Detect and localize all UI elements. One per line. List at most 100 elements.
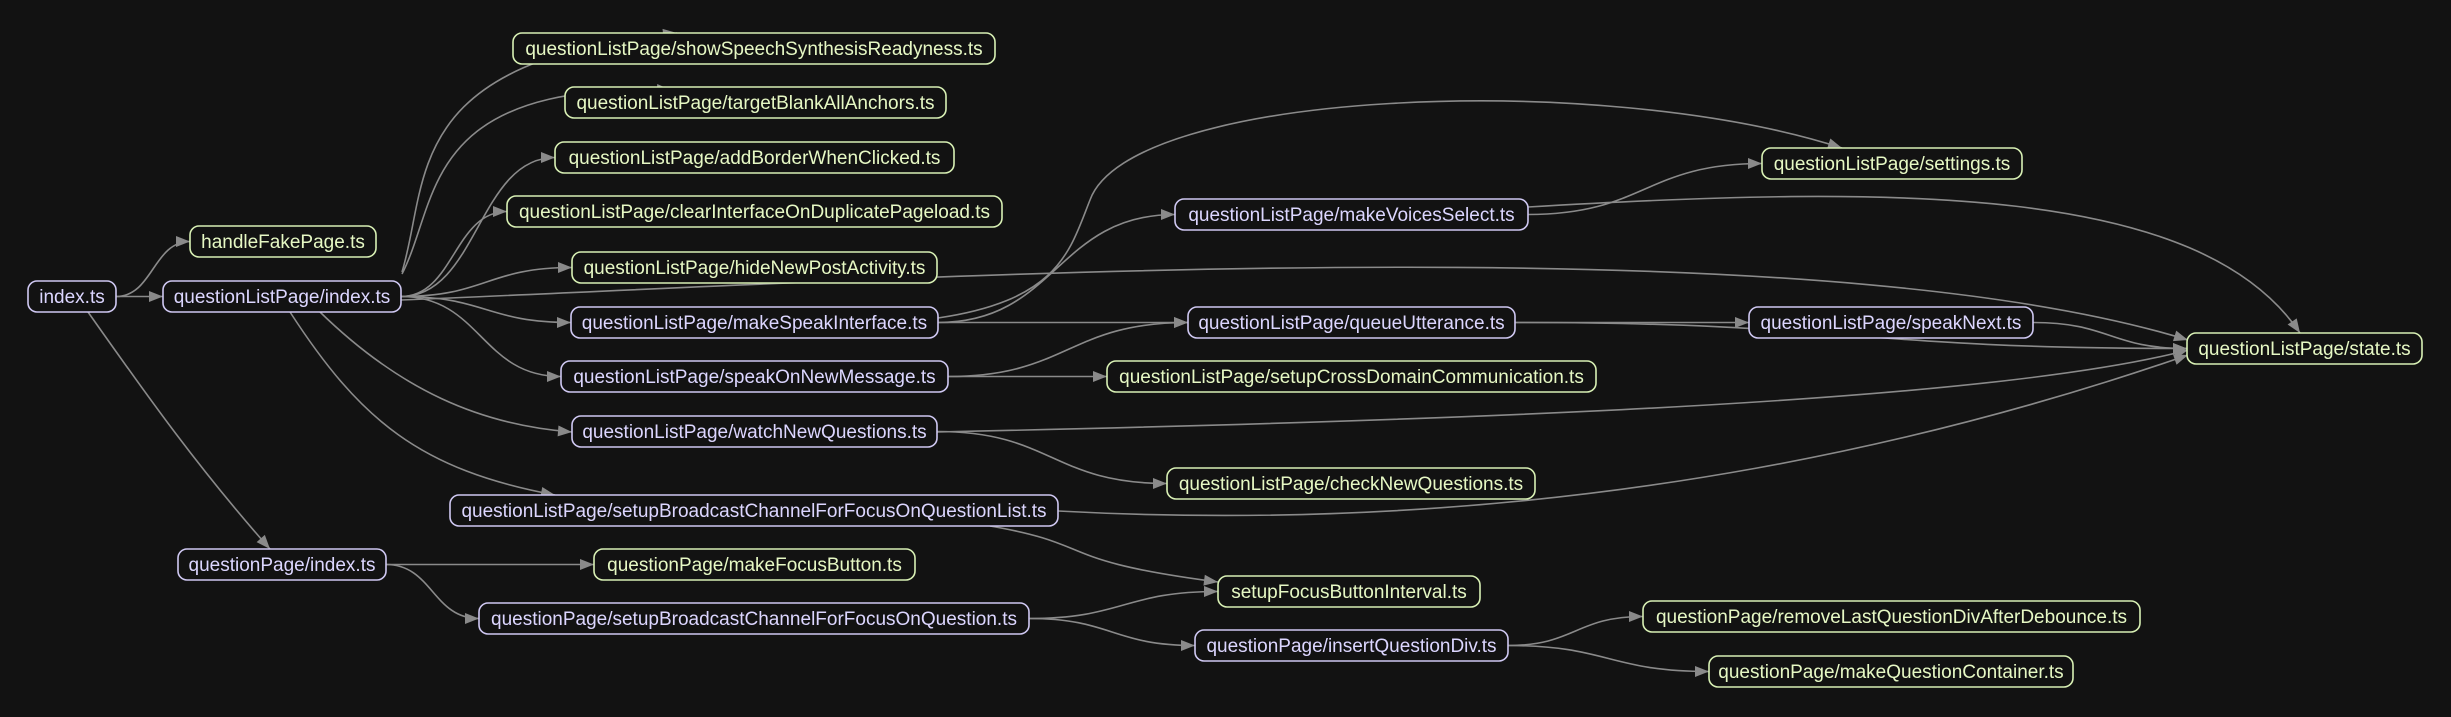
edge-qlIndex-to-clearInterface-arrowhead (493, 206, 507, 217)
edge-index-to-qpIndex-arrowhead (256, 534, 270, 549)
edge-setupBCQ-to-insertQDiv (1028, 617, 1196, 647)
node-box (449, 494, 1059, 527)
node-speakOnNew[interactable]: questionListPage/speakOnNewMessage.ts (560, 360, 949, 393)
node-label: questionListPage/clearInterfaceOnDuplica… (519, 202, 990, 223)
node-box (189, 225, 377, 258)
node-setupCross[interactable]: questionListPage/setupCrossDomainCommuni… (1106, 360, 1597, 393)
edge-qlIndex-to-clearInterface (400, 210, 508, 298)
node-label: questionListPage/addBorderWhenClicked.ts (569, 148, 941, 169)
node-label: questionListPage/state.ts (2198, 339, 2410, 360)
node-checkNew[interactable]: questionListPage/checkNewQuestions.ts (1166, 467, 1536, 500)
node-box (1166, 467, 1536, 500)
node-label: questionPage/setupBroadcastChannelForFoc… (491, 609, 1017, 630)
node-clearInterface[interactable]: questionListPage/clearInterfaceOnDuplica… (506, 195, 1003, 228)
edge-qlIndex-to-state (400, 266, 2189, 341)
node-box (506, 195, 1003, 228)
node-addBorder[interactable]: questionListPage/addBorderWhenClicked.ts (554, 141, 955, 174)
edge-qpIndex-to-setupBCQ-arrowhead (465, 613, 479, 624)
node-box (554, 141, 955, 174)
node-label: questionListPage/queueUtterance.ts (1198, 313, 1504, 334)
edge-setupBCList-to-state (1057, 354, 2189, 517)
edge-index-to-qpIndex (87, 311, 271, 550)
node-label: questionListPage/setupCrossDomainCommuni… (1119, 367, 1584, 388)
node-label: questionListPage/makeVoicesSelect.ts (1188, 205, 1514, 226)
node-label: questionPage/insertQuestionDiv.ts (1206, 636, 1496, 657)
edge-makeSpeak-to-makeVoices (937, 213, 1176, 324)
edge-qlIndex-to-addBorder-arrowhead (541, 152, 555, 163)
node-label: questionPage/index.ts (189, 555, 376, 576)
node-box (162, 280, 402, 313)
edge-setupBCList-to-setupFocusInt-arrowhead (1203, 574, 1218, 586)
node-watchNew[interactable]: questionListPage/watchNewQuestions.ts (571, 415, 938, 448)
node-label: questionListPage/makeSpeakInterface.ts (582, 313, 927, 334)
node-makeFocusBtn[interactable]: questionPage/makeFocusButton.ts (593, 548, 916, 581)
node-label: questionListPage/settings.ts (1774, 154, 2011, 175)
node-label: questionListPage/hideNewPostActivity.ts (584, 258, 926, 279)
edge-insertQDiv-to-removeLast-arrowhead (1629, 611, 1643, 622)
edge-setupBCQ-to-setupFocusInt (1028, 590, 1219, 620)
edge-makeVoices-to-state (1527, 195, 2301, 334)
node-label: index.ts (39, 287, 104, 308)
edge-qlIndex-to-makeSpeak-arrowhead (557, 317, 571, 328)
node-makeQCont[interactable]: questionPage/makeQuestionContainer.ts (1708, 655, 2074, 688)
edge-makeVoices-to-settings-arrowhead (1748, 158, 1762, 169)
node-label: handleFakePage.ts (201, 232, 365, 253)
edge-qpIndex-to-makeFocusBtn-arrowhead (580, 559, 594, 570)
edge-insertQDiv-to-makeQCont (1507, 644, 1710, 673)
node-box (512, 32, 996, 65)
edge-makeVoices-to-settings (1527, 162, 1763, 216)
edge-queueUtter-to-speakNext-arrowhead (1735, 317, 1749, 328)
edge-setupBCList-to-setupFocusInt (989, 525, 1219, 583)
node-qpIndex[interactable]: questionPage/index.ts (177, 548, 387, 581)
node-handleFakePage[interactable]: handleFakePage.ts (189, 225, 377, 258)
node-makeSpeak[interactable]: questionListPage/makeSpeakInterface.ts (570, 306, 939, 339)
edge-speakOnNew-to-setupCross-arrowhead (1093, 371, 1107, 382)
node-setupBCList[interactable]: questionListPage/setupBroadcastChannelFo… (449, 494, 1059, 527)
node-label: questionListPage/index.ts (174, 287, 391, 308)
node-box (1761, 147, 2023, 180)
node-setupBCQ[interactable]: questionPage/setupBroadcastChannelForFoc… (478, 602, 1030, 635)
node-qlIndex[interactable]: questionListPage/index.ts (162, 280, 402, 313)
node-speakNext[interactable]: questionListPage/speakNext.ts (1748, 306, 2034, 339)
nodes-layer: index.ts handleFakePage.ts questionListPag… (27, 32, 2423, 688)
node-box (1194, 629, 1509, 662)
edge-qlIndex-to-state-arrowhead (2173, 330, 2188, 342)
node-label: questionListPage/setupBroadcastChannelFo… (461, 501, 1046, 522)
edge-speakNext-to-state (2032, 321, 2188, 350)
edge-watchNew-to-checkNew (936, 430, 1168, 485)
node-targetBlank[interactable]: questionListPage/targetBlankAllAnchors.t… (564, 86, 947, 119)
node-state[interactable]: questionListPage/state.ts (2186, 332, 2423, 365)
edge-qlIndex-to-speakOnNew (400, 295, 562, 378)
edge-qlIndex-to-watchNew-arrowhead (557, 425, 572, 437)
node-hideNewPost[interactable]: questionListPage/hideNewPostActivity.ts (571, 251, 938, 284)
node-showSpeech[interactable]: questionListPage/showSpeechSynthesisRead… (512, 32, 996, 65)
edge-qlIndex-to-addBorder (400, 156, 556, 298)
edge-qlIndex-to-hideNewPost-arrowhead (558, 262, 572, 273)
node-box (593, 548, 916, 581)
node-box (1106, 360, 1597, 393)
node-queueUtter[interactable]: questionListPage/queueUtterance.ts (1187, 306, 1516, 339)
node-settings[interactable]: questionListPage/settings.ts (1761, 147, 2023, 180)
node-box (2186, 332, 2423, 365)
node-makeVoices[interactable]: questionListPage/makeVoicesSelect.ts (1174, 198, 1529, 231)
edge-qlIndex-to-makeSpeak (400, 295, 572, 324)
edge-speakOnNew-to-queueUtter-arrowhead (1174, 317, 1188, 328)
node-label: questionPage/makeQuestionContainer.ts (1718, 662, 2063, 683)
node-insertQDiv[interactable]: questionPage/insertQuestionDiv.ts (1194, 629, 1509, 662)
node-box (1187, 306, 1516, 339)
node-label: questionListPage/showSpeechSynthesisRead… (525, 39, 982, 60)
edge-makeSpeak-to-settings-arrowhead (1826, 138, 1842, 149)
node-index[interactable]: index.ts (27, 280, 117, 313)
node-label: questionListPage/speakOnNewMessage.ts (573, 367, 935, 388)
edge-speakOnNew-to-queueUtter (947, 321, 1189, 378)
node-removeLast[interactable]: questionPage/removeLastQuestionDivAfterD… (1642, 600, 2141, 633)
edge-qlIndex-to-speakOnNew-arrowhead (547, 371, 561, 382)
node-setupFocusInt[interactable]: setupFocusButtonInterval.ts (1217, 575, 1481, 608)
edge-insertQDiv-to-removeLast (1507, 615, 1644, 647)
edge-makeSpeak-to-makeVoices-arrowhead (1161, 209, 1175, 220)
edge-makeSpeak-to-settings (937, 100, 1843, 319)
edge-setupBCList-to-state-arrowhead (2172, 354, 2188, 365)
node-label: questionListPage/targetBlankAllAnchors.t… (576, 93, 934, 114)
edge-setupBCQ-to-insertQDiv-arrowhead (1181, 640, 1195, 651)
node-box (570, 306, 939, 339)
